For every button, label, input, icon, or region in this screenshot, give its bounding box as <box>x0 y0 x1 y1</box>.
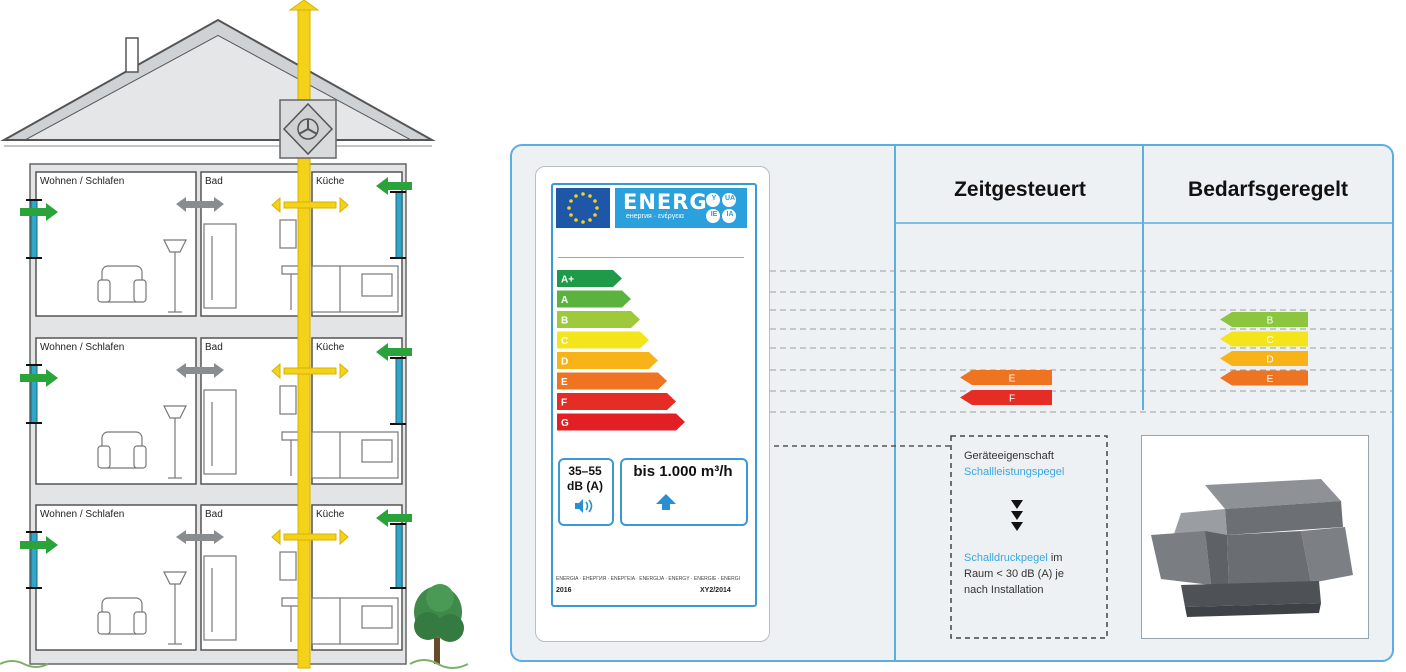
bedarf-class-label: E <box>1267 374 1274 385</box>
energy-label-header <box>556 188 747 228</box>
bedarf-class-arrow-c <box>1220 331 1308 347</box>
label-footer-year: 2016 <box>556 587 572 594</box>
energy-class-arrow-aplus <box>557 270 622 287</box>
room-label-living-1: Wohnen / Schlafen <box>40 176 125 187</box>
note-room-level: Raum < 30 dB (A) je <box>964 568 1064 580</box>
bedarf-class-label: D <box>1266 355 1273 366</box>
airflow-box <box>620 458 748 526</box>
down-arrows-icon <box>1011 500 1023 531</box>
supply-arrows <box>20 177 412 554</box>
label-footer-languages: ENERGIA · ЕНЕРГИЯ · ENEPΓEIA · ENERGIJA … <box>556 576 740 582</box>
badge-y: Y <box>711 195 717 202</box>
energy-class-arrow-g <box>557 413 685 431</box>
column-title-bedarfsgeregelt: Bedarfsgeregelt <box>1188 178 1348 201</box>
room-label-living-3: Wohnen / Schlafen <box>40 509 125 520</box>
exhaust-branches <box>271 196 349 546</box>
energy-class-arrow-f <box>557 393 676 410</box>
badge-ia: IA <box>726 211 734 218</box>
bedarf-class-arrow-e <box>1220 370 1308 386</box>
noise-value: 35–55 <box>568 464 602 478</box>
badge-ua: UA <box>724 195 736 202</box>
label-footer-reg: XY2/2014 <box>700 587 731 594</box>
house-illustration <box>0 0 469 669</box>
energy-class-arrow-c <box>557 331 649 349</box>
energy-class-arrow-b <box>557 311 640 328</box>
energy-class-label: A+ <box>561 275 574 286</box>
exhaust-arrow-top <box>288 0 320 11</box>
energy-class-label: E <box>561 377 568 388</box>
noise-box <box>558 458 614 526</box>
note-sound-pressure-term: Schalldruckpegel <box>964 552 1048 564</box>
zeit-class-arrow-f <box>960 390 1052 405</box>
badge-ie: IE <box>710 211 718 218</box>
note-sound-power: Schallleistungspegel <box>964 466 1065 478</box>
note-sound-pressure: Schalldruckpegel im <box>964 550 1062 566</box>
room-label-bath-3: Bad <box>205 509 223 520</box>
zeit-class-arrows: EF <box>960 370 1052 405</box>
energy-class-arrow-a <box>557 290 631 308</box>
room-label-kitchen-2: Küche <box>316 342 345 353</box>
energy-class-label: F <box>561 398 567 409</box>
airflow-value: bis 1.000 m³/h <box>633 463 733 480</box>
bedarf-class-label: C <box>1266 335 1273 346</box>
tree <box>414 584 464 664</box>
bedarf-class-arrow-b <box>1220 312 1308 327</box>
energy-class-label: A <box>561 295 568 306</box>
zeit-class-arrow-e <box>960 370 1052 385</box>
note-sound-pressure-suffix: im <box>1047 552 1063 564</box>
note-device-property: Geräteeigenschaft <box>964 450 1054 462</box>
column-title-zeitgesteuert: Zeitgesteuert <box>954 178 1086 201</box>
room-label-kitchen-1: Küche <box>316 176 345 187</box>
furniture <box>97 219 399 645</box>
energy-class-label: D <box>561 357 568 368</box>
energy-class-label: B <box>561 316 568 327</box>
overflow-arrows <box>176 197 224 544</box>
energy-class-arrow-e <box>557 372 667 390</box>
roof-fan-product-image <box>1151 479 1353 617</box>
zeit-class-label: E <box>1009 374 1016 385</box>
room-label-living-2: Wohnen / Schlafen <box>40 342 125 353</box>
energy-label-brand: ENERG <box>623 190 708 214</box>
bedarf-class-label: B <box>1267 316 1274 327</box>
chimney <box>125 37 139 73</box>
energy-class-label: C <box>561 336 568 347</box>
panel-grid <box>579 144 1394 662</box>
room-label-bath-2: Bad <box>205 342 223 353</box>
energy-label-subline: енергия · ενέργεια <box>626 213 684 220</box>
room-label-kitchen-3: Küche <box>316 509 345 520</box>
noise-unit: dB (A) <box>567 479 603 493</box>
energy-class-arrow-d <box>557 352 658 369</box>
airflow-arrow-icon <box>656 494 676 510</box>
speaker-icon <box>575 499 593 513</box>
energy-class-label: G <box>561 418 569 429</box>
zeit-class-label: F <box>1009 394 1015 405</box>
note-installation: nach Installation <box>964 584 1044 596</box>
room-label-bath-1: Bad <box>205 176 223 187</box>
bedarf-class-arrow-d <box>1220 351 1308 366</box>
